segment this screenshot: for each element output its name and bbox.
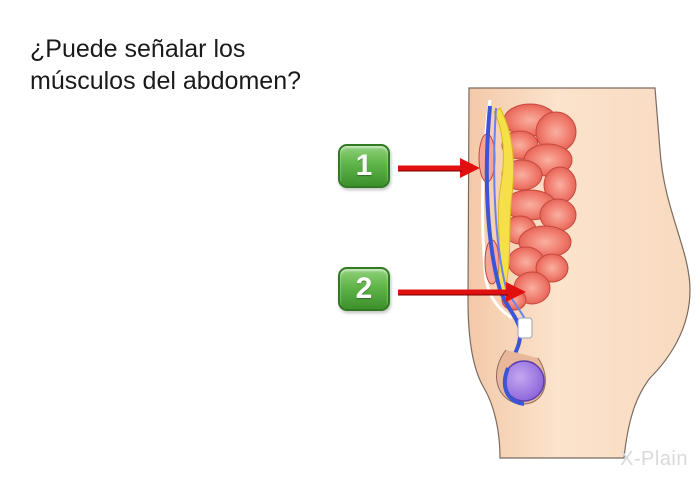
question-line-1: ¿Puede señalar los [30,35,246,63]
question-line-2: músculos del abdomen? [30,67,301,95]
vessel-line [493,107,529,331]
callout-button-2[interactable]: 2 [338,267,390,311]
xplain-logo: X-Plain [620,448,688,470]
callout-button-1[interactable]: 1 [338,144,390,188]
arrow-2 [398,282,526,302]
question-text: ¿Puede señalar los músculos del abdomen? [30,33,360,97]
cord-structure [517,317,533,339]
ureter [484,105,523,381]
arrow-1 [398,158,480,178]
epididymis [502,367,525,406]
